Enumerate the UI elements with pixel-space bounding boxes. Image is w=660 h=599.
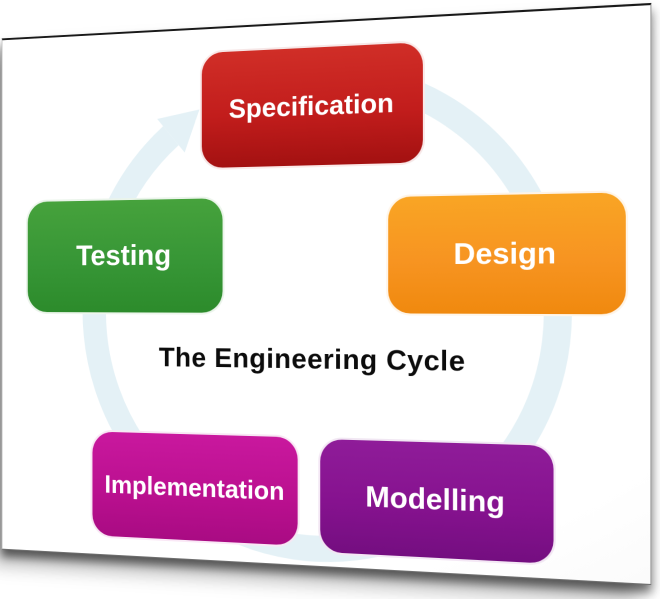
slide-card: Specification Design Modelling Implement… (1, 2, 652, 586)
diagram-title: The Engineering Cycle (158, 341, 466, 377)
node-implementation-label: Implementation (104, 468, 285, 506)
node-design: Design (386, 190, 629, 317)
node-specification-label: Specification (228, 87, 394, 124)
node-modelling: Modelling (318, 436, 556, 567)
node-design-label: Design (453, 236, 557, 271)
node-implementation: Implementation (90, 429, 300, 548)
node-specification: Specification (199, 39, 425, 171)
node-testing-label: Testing (76, 239, 172, 272)
node-modelling-label: Modelling (365, 480, 505, 520)
node-testing: Testing (26, 196, 225, 315)
cycle-arrow (3, 5, 651, 584)
